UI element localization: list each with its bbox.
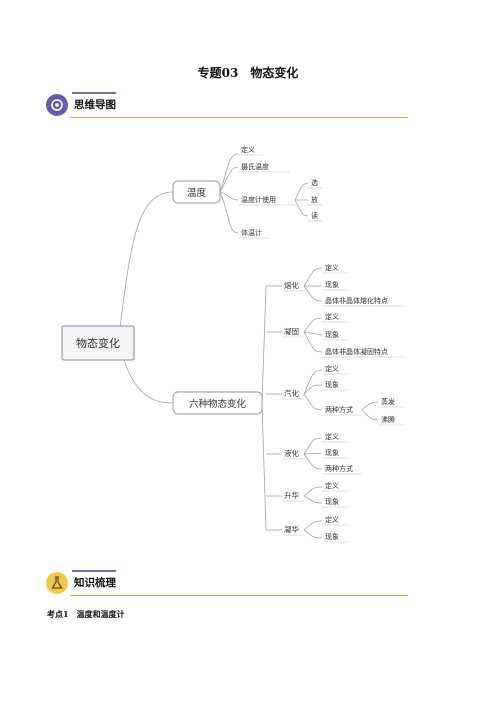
leaf-underlines [238,154,404,543]
section-header-mindmap: 思维导图 [46,92,408,118]
brain-gear-icon [46,94,68,116]
sublimation-definition: 定义 [325,481,339,490]
temp-item-clinical-thermometer: 体温计 [241,228,262,237]
vaporization-evaporation: 蒸发 [381,397,395,406]
usage-place: 放 [311,195,318,204]
section-title-knowledge: 知识梳理 [74,577,116,589]
usage-choose: 选 [311,178,318,187]
node-six-changes-label: 六种物态变化 [189,398,247,410]
section-rule [70,594,408,596]
melting-phenomenon: 现象 [325,280,339,289]
vaporization-boiling: 沸腾 [381,415,395,424]
flask-icon [46,572,68,594]
freezing-definition: 定义 [325,312,339,321]
branch-melting: 熔化 [284,280,299,290]
branch-freezing: 凝固 [284,326,299,336]
kaodian-heading: 考点1 温度和温度计 [47,609,133,620]
vaporization-phenomenon: 现象 [325,380,339,389]
temperature-children: 定义 摄氏温度 温度计使用 体温计 选 放 读 [241,145,318,237]
melting-definition: 定义 [325,263,339,272]
sublimation-phenomenon: 现象 [325,497,339,506]
node-temperature-label: 温度 [187,187,207,199]
temp-item-thermometer-usage: 温度计使用 [241,195,276,204]
kaodian-label: 考点1 [47,609,69,619]
change-leaves: 定义 现象 晶体非晶体熔化特点 定义 现象 晶体非晶体凝固特点 定义 现象 两种… [325,263,395,541]
branch-deposition: 凝华 [284,524,299,534]
vaporization-definition: 定义 [325,364,339,373]
mind-map-connectors [117,153,379,539]
root-node: 物态变化 [61,325,135,361]
node-six-changes: 六种物态变化 [172,391,263,415]
branch-liquefaction: 液化 [284,448,299,458]
kaodian-text: 温度和温度计 [76,609,125,619]
liquefaction-phenomenon: 现象 [325,448,339,457]
deposition-phenomenon: 现象 [325,532,339,541]
deposition-definition: 定义 [325,515,339,524]
section-title-mindmap: 思维导图 [74,99,116,111]
change-branches: 熔化 凝固 汽化 液化 升华 凝华 [284,280,299,534]
liquefaction-definition: 定义 [325,432,339,441]
freezing-phenomenon: 现象 [325,330,339,339]
temp-item-definition: 定义 [241,145,255,154]
branch-sublimation: 升华 [284,490,299,500]
header-accent-bar [72,570,116,572]
node-temperature: 温度 [172,180,221,204]
page-title: 专题03 物态变化 [197,66,299,80]
root-node-label: 物态变化 [76,336,120,350]
branch-vaporization: 汽化 [284,388,299,398]
melting-characteristics: 晶体非晶体熔化特点 [325,296,388,305]
freezing-characteristics: 晶体非晶体凝固特点 [325,347,388,356]
section-rule [70,116,408,118]
header-accent-bar [72,92,116,94]
vaporization-two-ways: 两种方式 [325,405,353,414]
usage-read: 读 [311,211,318,220]
temp-item-celsius: 摄氏温度 [241,162,269,171]
liquefaction-two-ways: 两种方式 [325,464,353,473]
section-header-knowledge: 知识梳理 [46,570,408,596]
mind-map: 物态变化 温度 定义 摄氏温度 温度计使用 体温计 选 放 读 六种物态变化 熔… [61,145,404,543]
